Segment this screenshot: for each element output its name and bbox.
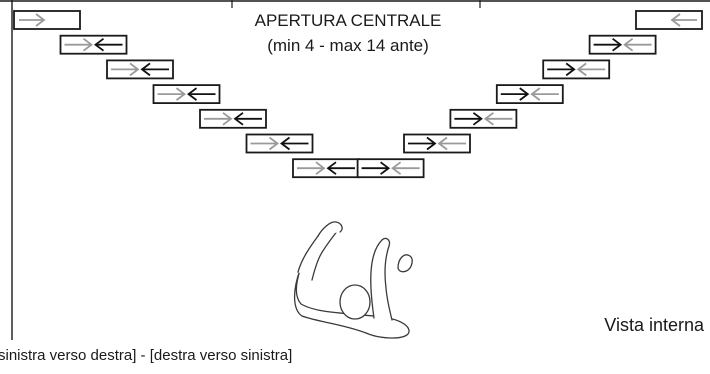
door-leaf-outline — [199, 108, 267, 129]
door-leaf-outline — [403, 133, 471, 154]
arrow-left-icon — [670, 13, 697, 27]
arrow-right-icon — [547, 62, 576, 77]
door-leaf-outline — [588, 34, 657, 55]
arrow-right-icon — [111, 62, 140, 77]
diagram-subtitle: (min 4 - max 14 ante) — [267, 36, 429, 55]
door-leaf-outline — [245, 133, 314, 154]
door-leaf-outline — [449, 108, 518, 129]
right-arm-shape — [370, 237, 393, 321]
arrow-left-icon — [623, 37, 652, 52]
door-leaf-right — [588, 34, 657, 55]
arrow-right-icon — [593, 37, 623, 52]
door-leaf-outline — [356, 158, 425, 179]
person-top-view-icon — [293, 221, 413, 339]
head-shape — [339, 284, 371, 320]
arrow-left-icon — [140, 62, 169, 77]
door-leaf-left — [245, 133, 314, 154]
door-leaf-right — [403, 133, 471, 154]
arrow-right-icon — [204, 112, 233, 126]
caption: sinistra verso destra] - [destra verso s… — [0, 347, 293, 364]
door-leaf-left — [13, 10, 81, 30]
door-leaf-outline — [635, 10, 703, 30]
door-leaf-outline — [542, 59, 611, 80]
arrow-right-icon — [297, 161, 326, 175]
arrow-left-icon — [187, 87, 216, 101]
arrow-left-icon — [391, 161, 420, 175]
door-leaf-right — [635, 10, 703, 30]
arrow-left-icon — [576, 62, 606, 77]
door-leaf-right — [449, 108, 518, 129]
arrow-right-icon — [361, 161, 391, 175]
door-leaf-left — [59, 34, 128, 55]
door-leaf-right — [356, 158, 425, 179]
arrow-left-icon — [233, 112, 262, 126]
door-leaf-outline — [59, 34, 128, 55]
door-leaf-right — [542, 59, 611, 80]
diagram-frame — [0, 0, 710, 340]
door-leaf-outline — [152, 84, 221, 104]
door-leaves — [13, 10, 703, 179]
door-leaf-outline — [13, 10, 81, 30]
door-leaf-outline — [106, 59, 174, 80]
arrow-right-icon — [64, 37, 93, 52]
arrow-right-icon — [157, 87, 186, 101]
arrow-left-icon — [94, 37, 123, 52]
door-leaf-left — [152, 84, 221, 104]
door-leaf-right — [495, 84, 564, 104]
diagram-title: APERTURA CENTRALE — [254, 11, 442, 30]
arrow-right-icon — [19, 13, 46, 27]
arrow-left-icon — [326, 161, 355, 175]
door-leaf-left — [106, 59, 174, 80]
arrow-left-icon — [530, 87, 559, 101]
arrow-left-icon — [280, 136, 309, 151]
arrow-left-icon — [437, 136, 466, 151]
left-hand-shape — [317, 221, 343, 237]
arrow-right-icon — [500, 87, 530, 101]
arrow-right-icon — [250, 136, 279, 151]
door-leaf-outline — [495, 84, 564, 104]
door-leaf-left — [199, 108, 267, 129]
right-hand-shape — [397, 254, 413, 273]
view-label: Vista interna — [604, 315, 704, 335]
door-leaf-left — [292, 158, 360, 179]
arrow-right-icon — [454, 112, 483, 126]
arrow-right-icon — [408, 136, 437, 151]
arrow-left-icon — [483, 112, 513, 126]
torso-shape — [293, 269, 410, 339]
